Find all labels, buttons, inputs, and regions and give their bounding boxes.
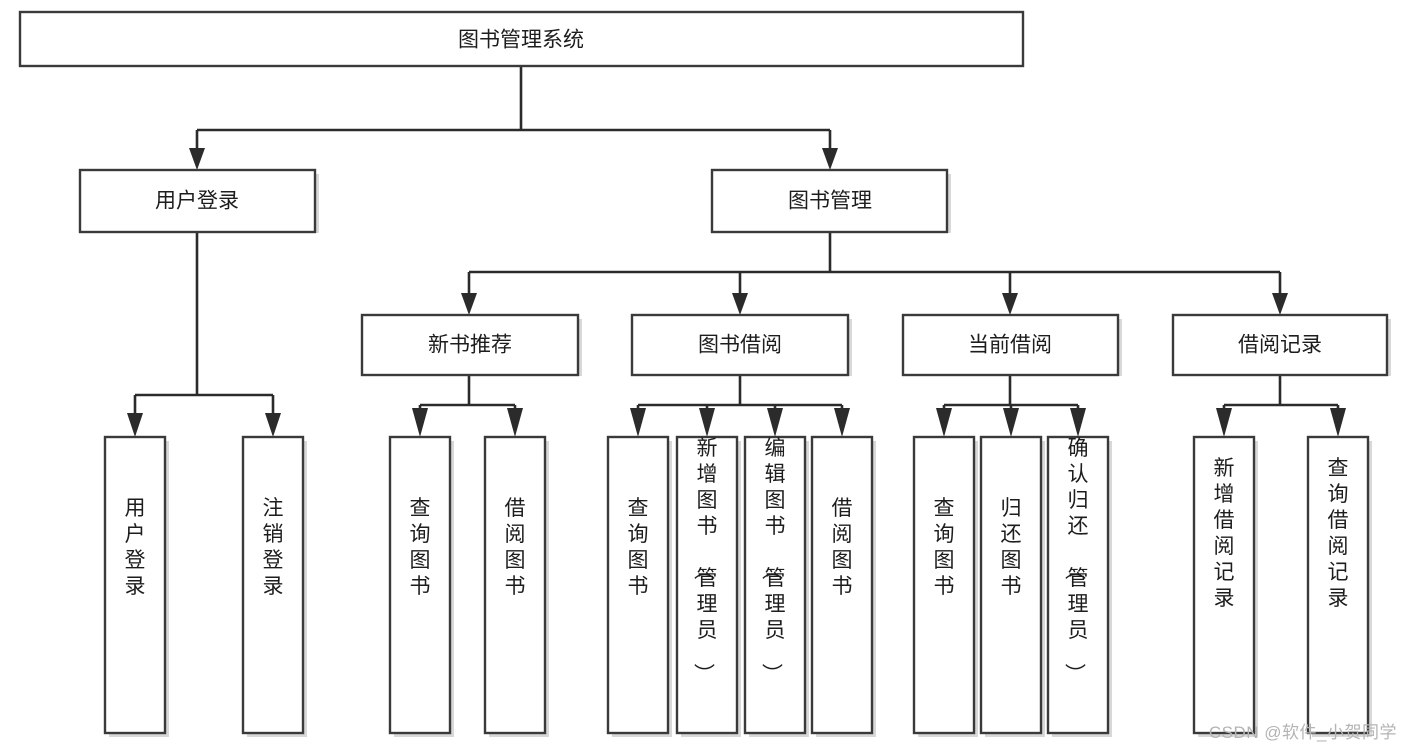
leaf-user-login-1-label: 用户登录: [125, 497, 146, 598]
leaf-book-borrow-2-box[interactable]: [675, 435, 739, 735]
leaf-book-borrow-4[interactable]: 借阅图书: [810, 435, 876, 737]
leaf-user-login-2-label: 注销登录: [263, 497, 284, 598]
arrow-leaf-book-borrow-1: [630, 408, 646, 437]
leaf-book-borrow-1[interactable]: 查询图书: [606, 435, 672, 737]
arrow-leaf-current-borrow-1: [936, 408, 952, 437]
node-current-borrow-box[interactable]: [901, 313, 1120, 377]
arrow-leaf-new-book-1: [412, 408, 428, 437]
node-book-manage[interactable]: 图书管理: [710, 168, 951, 234]
node-book-borrow-box[interactable]: [630, 313, 850, 377]
leaf-current-borrow-1-label: 查询图书: [934, 497, 955, 598]
leaf-new-book-2-box[interactable]: [483, 435, 547, 735]
leaf-book-borrow-4-label: 借阅图书: [832, 497, 853, 598]
arrow-leaf-book-borrow-2: [699, 408, 715, 437]
arrow-leaf-borrow-record-2: [1330, 408, 1346, 437]
leaf-borrow-record-2-label: 查询借阅记录: [1328, 457, 1349, 610]
arrow-leaf-current-borrow-3: [1070, 408, 1086, 437]
leaf-book-borrow-1-label: 查询图书: [628, 497, 649, 598]
leaf-borrow-record-1[interactable]: 新增借阅记录: [1192, 435, 1258, 737]
leaf-current-borrow-1[interactable]: 查询图书: [912, 435, 978, 737]
node-root-label: 图书管理系统: [458, 29, 584, 52]
leaf-current-borrow-3[interactable]: 确认归还（管理员）: [1046, 435, 1112, 737]
leaf-current-borrow-1-box[interactable]: [912, 435, 976, 735]
leaf-new-book-2-label: 借阅图书: [505, 497, 526, 598]
leaf-current-borrow-2[interactable]: 归还图书: [979, 435, 1045, 737]
leaf-borrow-record-1-label: 新增借阅记录: [1214, 457, 1235, 610]
leaf-user-login-2[interactable]: 注销登录: [241, 435, 307, 737]
node-new-book-label: 新书推荐: [428, 334, 512, 357]
node-user-login-box[interactable]: [78, 168, 317, 234]
leaf-current-borrow-2-box[interactable]: [979, 435, 1043, 735]
node-user-login[interactable]: 用户登录: [78, 168, 319, 234]
node-current-borrow-label: 当前借阅: [968, 334, 1052, 357]
node-borrow-record-label: 借阅记录: [1238, 334, 1322, 357]
leaf-new-book-2[interactable]: 借阅图书: [483, 435, 549, 737]
leaf-new-book-1[interactable]: 查询图书: [388, 435, 454, 737]
arrow-leaf-user-login-2: [265, 413, 281, 437]
arrow-leaf-new-book-2: [507, 408, 523, 437]
node-root-box[interactable]: [18, 10, 1025, 68]
arrow-leaf-book-borrow-3: [767, 408, 783, 437]
leaf-user-login-1[interactable]: 用户登录: [103, 435, 169, 737]
node-new-book-box[interactable]: [360, 313, 580, 377]
arrow-book-borrow: [732, 293, 748, 315]
node-book-manage-box[interactable]: [710, 168, 949, 234]
arrow-new-book: [461, 293, 477, 315]
node-user-login-label: 用户登录: [155, 190, 239, 213]
node-new-book-recommend[interactable]: 新书推荐: [360, 313, 582, 377]
arrow-book-manage: [822, 148, 838, 170]
leaf-borrow-record-1-box[interactable]: [1192, 435, 1256, 735]
leaf-current-borrow-3-box[interactable]: [1046, 435, 1110, 735]
leaf-book-borrow-3-label: 编辑图书（管理员）: [760, 437, 786, 684]
arrow-leaf-user-login-1: [127, 413, 143, 437]
leaf-book-borrow-3-box[interactable]: [743, 435, 807, 735]
leaf-new-book-1-label: 查询图书: [410, 497, 431, 598]
leaf-current-borrow-2-label: 归还图书: [1001, 497, 1022, 598]
node-current-borrow[interactable]: 当前借阅: [901, 313, 1122, 377]
leaf-borrow-record-2-box[interactable]: [1306, 435, 1370, 735]
node-root[interactable]: 图书管理系统: [18, 10, 1025, 68]
leaf-book-borrow-1-box[interactable]: [606, 435, 670, 735]
leaf-book-borrow-3[interactable]: 编辑图书（管理员）: [743, 435, 809, 737]
arrow-current-borrow: [1002, 293, 1018, 315]
node-borrow-record-box[interactable]: [1171, 313, 1389, 377]
arrow-borrow-record: [1272, 293, 1288, 315]
leaf-user-login-2-box[interactable]: [241, 435, 305, 735]
connector-layer: [127, 67, 1346, 437]
node-book-manage-label: 图书管理: [788, 190, 872, 213]
leaf-book-borrow-2[interactable]: 新增图书（管理员）: [675, 435, 741, 737]
leaf-user-login-1-box[interactable]: [103, 435, 167, 735]
leaf-current-borrow-3-label: 确认归还（管理员）: [1063, 437, 1089, 684]
arrow-leaf-book-borrow-4: [834, 408, 850, 437]
arrow-leaf-borrow-record-1: [1216, 408, 1232, 437]
leaf-book-borrow-2-label: 新增图书（管理员）: [692, 437, 718, 684]
arrow-leaf-current-borrow-2: [1003, 408, 1019, 437]
node-book-borrow[interactable]: 图书借阅: [630, 313, 852, 377]
leaf-new-book-1-box[interactable]: [388, 435, 452, 735]
node-borrow-record[interactable]: 借阅记录: [1171, 313, 1391, 377]
arrow-user-login: [189, 148, 205, 170]
leaf-borrow-record-2[interactable]: 查询借阅记录: [1306, 435, 1372, 737]
leaf-book-borrow-4-box[interactable]: [810, 435, 874, 735]
node-book-borrow-label: 图书借阅: [698, 334, 782, 357]
